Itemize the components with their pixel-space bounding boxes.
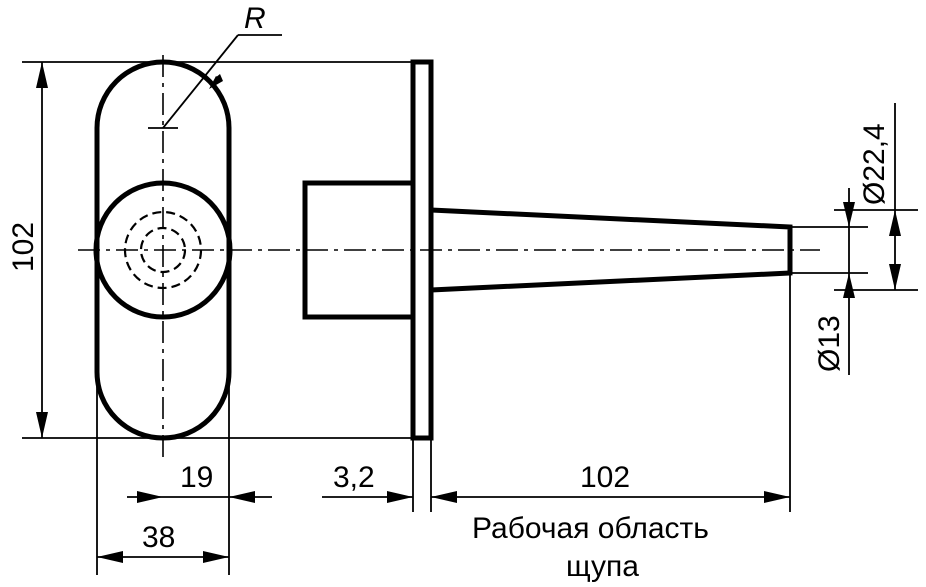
base-arrow-top — [889, 210, 901, 236]
work-area-caption-line1: Рабочая область — [472, 512, 709, 545]
half-width-label: 19 — [180, 461, 213, 494]
probe-length-label: 102 — [580, 461, 630, 494]
radius-leader — [162, 34, 239, 129]
height-arrow-top — [36, 62, 48, 88]
work-area-caption-line2: щупа — [566, 550, 639, 583]
half-width-arrow-left — [137, 491, 163, 503]
full-width-arrow-left — [97, 551, 123, 563]
probe-taper — [430, 207, 793, 293]
height-label: 102 — [7, 222, 40, 272]
flange-thickness-label: 3,2 — [333, 461, 375, 494]
base-diameter-label: Ø22,4 — [858, 123, 891, 205]
radius-arrowhead — [215, 74, 223, 81]
tip-arrow-top — [843, 202, 855, 227]
flange-arrow — [387, 491, 413, 503]
probe-length-arrow-right — [764, 491, 790, 503]
height-arrow-bottom — [36, 412, 48, 438]
base-arrow-bottom — [889, 264, 901, 290]
full-width-label: 38 — [142, 521, 175, 554]
tip-diameter-label: Ø13 — [813, 315, 846, 372]
radius-label: R — [244, 2, 266, 35]
full-width-arrow-right — [203, 551, 229, 563]
tip-arrow-bottom — [843, 273, 855, 298]
flange-plate — [410, 59, 434, 441]
probe-length-arrow-left — [431, 491, 457, 503]
half-width-arrow-right — [229, 491, 255, 503]
radius-arrow-shape — [209, 76, 223, 89]
